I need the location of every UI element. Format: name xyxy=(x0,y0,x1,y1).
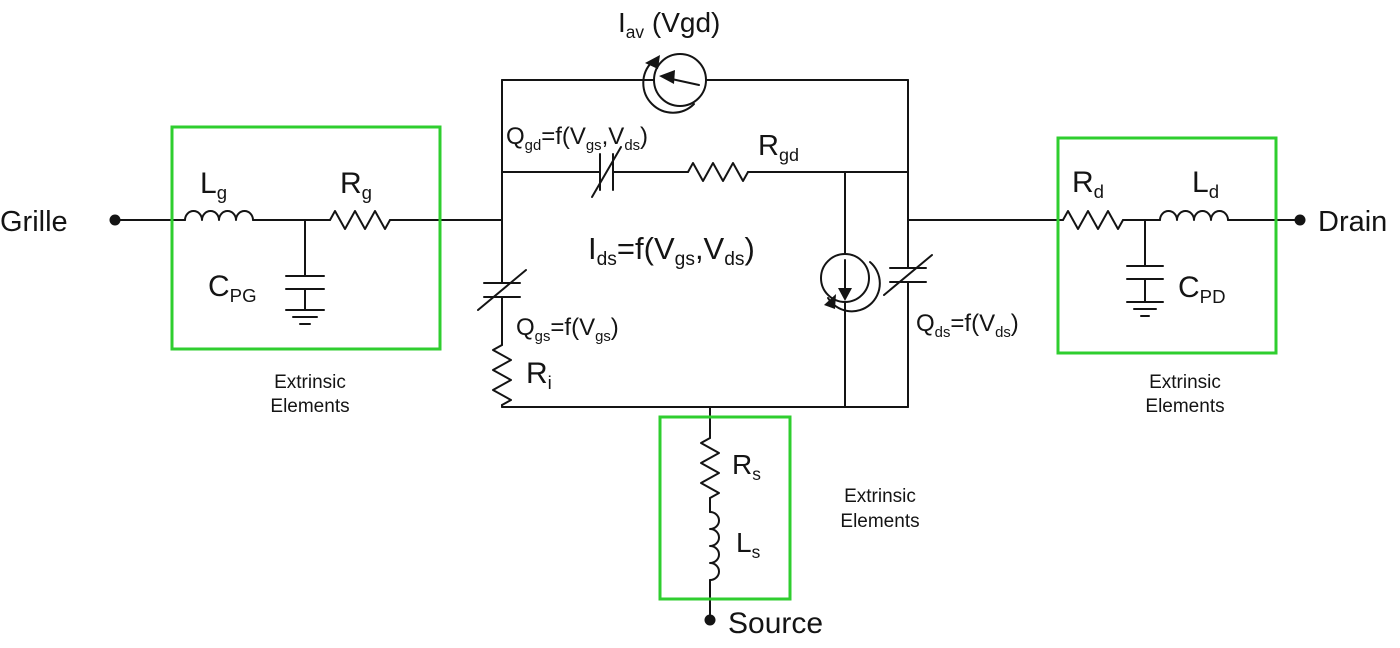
qgd-capacitor xyxy=(591,146,622,198)
rd-label: Rd xyxy=(1072,166,1104,202)
rgd-resistor xyxy=(687,162,749,182)
lg-inductor xyxy=(184,210,254,221)
caption-line1: Extrinsic xyxy=(274,372,346,393)
ld-label: Ld xyxy=(1192,166,1219,202)
extrinsic-box-drain xyxy=(1056,136,1278,355)
lg-label: Lg xyxy=(200,167,227,203)
cpg-label: CPG xyxy=(208,270,257,306)
extrinsic-elements-caption-source: Extrinsic Elements xyxy=(840,486,919,532)
rg-label: Rg xyxy=(340,167,372,203)
ids-swirl xyxy=(827,261,881,313)
cpg-ground-icon xyxy=(285,309,325,325)
extrinsic-box-gate xyxy=(170,125,442,351)
source-terminal-label: Source xyxy=(728,607,823,640)
iav-label: Iav (Vgd) xyxy=(618,7,720,42)
gate-terminal-dot xyxy=(109,214,121,226)
rgd-label: Rgd xyxy=(758,130,799,165)
iav-swirl xyxy=(642,61,695,114)
qgs-capacitor xyxy=(477,269,527,311)
extrinsic-elements-caption-drain: Extrinsic Elements xyxy=(1145,372,1224,417)
cpg-capacitor xyxy=(285,219,325,311)
qds-label: Qds=f(Vds) xyxy=(916,310,1019,341)
qgs-label: Qgs=f(Vgs) xyxy=(516,314,619,345)
gate-terminal-label: Grille xyxy=(0,206,68,238)
qds-capacitor xyxy=(883,254,933,296)
caption-line2: Elements xyxy=(270,396,349,417)
ids-arrowhead-icon xyxy=(838,288,852,301)
cpd-ground-icon xyxy=(1126,301,1164,317)
iav-arrowhead-icon xyxy=(659,70,675,84)
caption-line1: Extrinsic xyxy=(1149,372,1221,393)
iav-swirl-arrowhead-icon xyxy=(645,55,660,69)
ls-inductor xyxy=(709,511,720,581)
cpd-capacitor xyxy=(1126,219,1164,303)
caption-line2: Elements xyxy=(1145,396,1224,417)
drain-terminal-dot xyxy=(1294,214,1306,226)
source-terminal-dot xyxy=(704,614,716,626)
extrinsic-elements-caption-gate: Extrinsic Elements xyxy=(270,372,349,417)
cpd-label: CPD xyxy=(1178,271,1226,307)
ld-inductor xyxy=(1159,210,1229,221)
caption-line1: Extrinsic xyxy=(844,486,916,507)
ri-label: Ri xyxy=(526,357,552,393)
rg-resistor xyxy=(329,210,391,230)
rd-resistor xyxy=(1062,210,1124,230)
rs-resistor xyxy=(700,437,720,499)
caption-line2: Elements xyxy=(840,511,919,532)
rs-label: Rs xyxy=(732,449,761,484)
ids-swirl-arrowhead-icon xyxy=(824,294,836,309)
ids-label: Ids=f(Vgs,Vds) xyxy=(588,231,755,270)
drain-terminal-label: Drain xyxy=(1318,206,1387,238)
extrinsic-box-source xyxy=(658,415,792,601)
qgd-label: Qgd=f(Vgs,Vds) xyxy=(506,123,648,154)
ri-resistor xyxy=(492,344,512,406)
ls-label: Ls xyxy=(736,527,761,562)
